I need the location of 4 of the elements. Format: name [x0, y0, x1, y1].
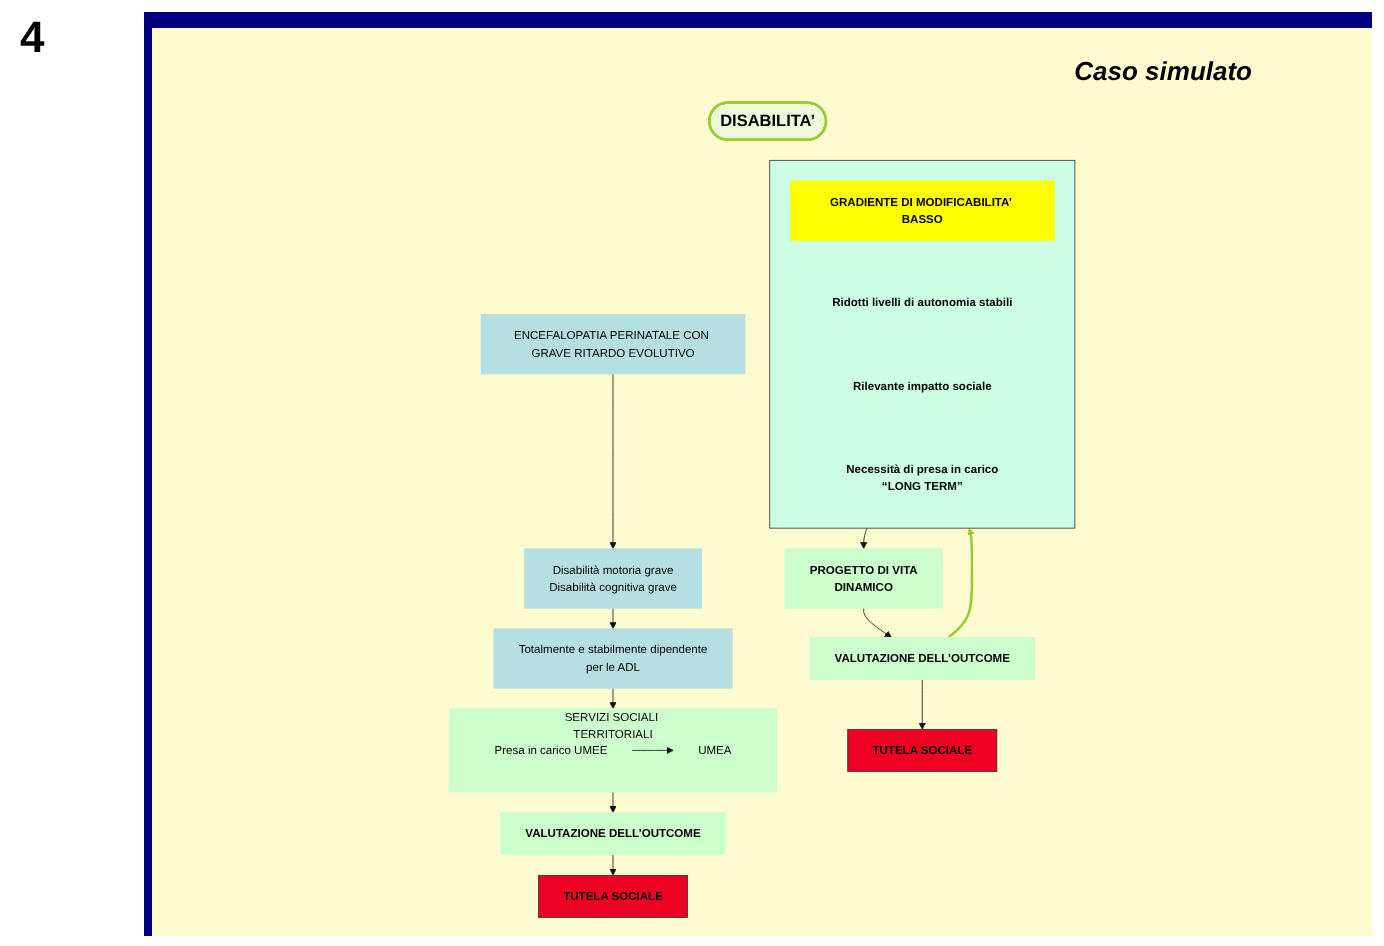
- slide-number: 4: [20, 12, 45, 64]
- arrow: [947, 527, 975, 639]
- cluster: [769, 159, 1076, 529]
- subtitle: Caso simulato: [1074, 56, 1252, 86]
